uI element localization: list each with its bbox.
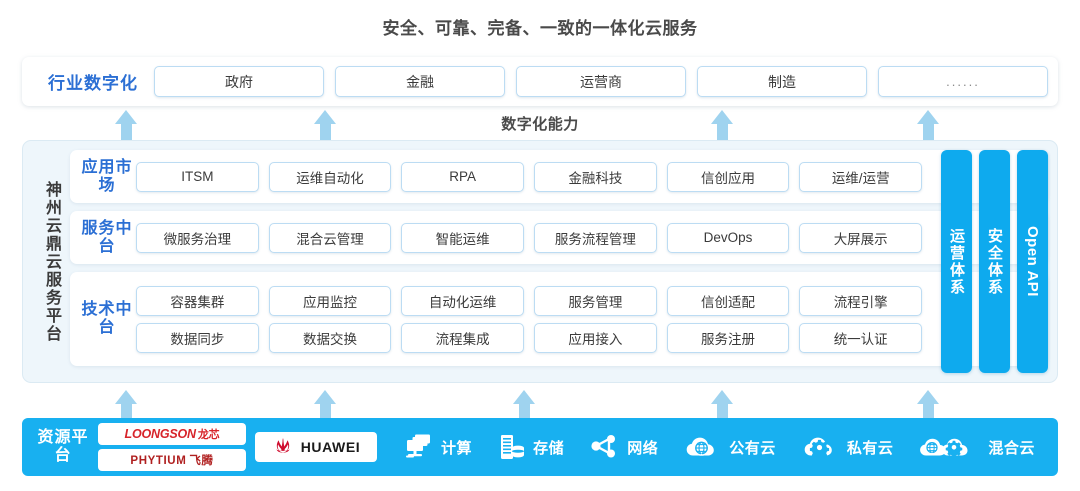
- huawei-logo-icon: [276, 438, 290, 453]
- platform-pillars: 运营体系 安全体系 Open API: [941, 150, 1048, 373]
- up-arrow-icon: [513, 390, 535, 420]
- cell-service-process-management[interactable]: 服务流程管理: [534, 222, 657, 253]
- huawei-logo-text: HUAWEI: [300, 439, 361, 455]
- cell-row: 数据同步 数据交换 流程集成 应用接入 服务注册 统一认证: [136, 322, 923, 353]
- resource-item-public-cloud[interactable]: 公有云: [684, 434, 776, 460]
- cell-app-monitoring[interactable]: 应用监控: [268, 285, 392, 316]
- industry-item-more[interactable]: ......: [878, 66, 1048, 97]
- resource-item-compute[interactable]: 计算: [404, 433, 472, 461]
- service-middle-rows: 微服务治理 混合云管理 智能运维 服务流程管理 DevOps 大屏展示: [136, 222, 1040, 253]
- resource-item-label: 计算: [441, 439, 473, 457]
- resource-item-private-cloud[interactable]: 私有云: [802, 434, 894, 460]
- cell-row: 容器集群 应用监控 自动化运维 服务管理 信创适配 流程引擎: [136, 285, 923, 316]
- section-service-middle-platform: 服务中台 微服务治理 混合云管理 智能运维 服务流程管理 DevOps 大屏展示: [70, 211, 1048, 264]
- industry-item-finance[interactable]: 金融: [335, 66, 505, 97]
- section-label-service-middle-platform: 服务中台: [81, 219, 133, 255]
- page-title: 安全、可靠、完备、一致的一体化云服务: [382, 19, 698, 38]
- cell-row: ITSM 运维自动化 RPA 金融科技 信创应用 运维/运营: [136, 161, 923, 192]
- cell-row: 微服务治理 混合云管理 智能运维 服务流程管理 DevOps 大屏展示: [136, 222, 923, 253]
- section-app-market: 应用市场 ITSM 运维自动化 RPA 金融科技 信创应用 运维/运营: [70, 150, 1048, 203]
- cell-ops-automation[interactable]: 运维自动化: [268, 161, 392, 192]
- cell-ops-operations[interactable]: 运维/运营: [799, 161, 923, 192]
- resource-item-label: 网络: [627, 439, 659, 457]
- up-arrow-icon: [314, 110, 336, 140]
- up-arrow-icon: [115, 110, 137, 140]
- cell-xinchuang-adaptation[interactable]: 信创适配: [666, 285, 790, 316]
- cell-service-registration[interactable]: 服务注册: [666, 322, 790, 353]
- cloud-service-platform: 神州云鼎云服务平台 应用市场 ITSM 运维自动化 RPA 金融科技 信创应用 …: [22, 140, 1058, 383]
- cell-hybrid-cloud-management[interactable]: 混合云管理: [268, 222, 392, 253]
- up-arrow-icon: [711, 110, 733, 140]
- resource-items: 计算: [377, 433, 1048, 461]
- resource-item-label: 私有云: [846, 439, 894, 457]
- pillar-operations-system[interactable]: 运营体系: [941, 150, 972, 373]
- platform-body: 应用市场 ITSM 运维自动化 RPA 金融科技 信创应用 运维/运营 服务中台: [70, 150, 1048, 373]
- pillar-security-system[interactable]: 安全体系: [979, 150, 1010, 373]
- cell-service-management[interactable]: 服务管理: [534, 285, 657, 316]
- section-tech-middle-platform: 技术中台 容器集群 应用监控 自动化运维 服务管理 信创适配 流程引擎 数据同步…: [70, 272, 1048, 366]
- resource-item-hybrid-cloud[interactable]: 混合云: [919, 434, 1035, 460]
- cell-container-cluster[interactable]: 容器集群: [136, 285, 259, 316]
- resource-item-label: 公有云: [729, 439, 776, 457]
- app-market-rows: ITSM 运维自动化 RPA 金融科技 信创应用 运维/运营: [136, 161, 1040, 192]
- cell-unified-authentication[interactable]: 统一认证: [799, 322, 923, 353]
- cell-itsm[interactable]: ITSM: [136, 161, 259, 192]
- compute-icon: [406, 434, 431, 458]
- up-arrow-icon: [314, 390, 336, 420]
- industry-digitalization-band: 行业数字化 政府 金融 运营商 制造 ......: [22, 57, 1058, 106]
- public-cloud-icon: [686, 437, 715, 456]
- pillar-open-api[interactable]: Open API: [1017, 150, 1048, 373]
- resource-item-label: 混合云: [988, 439, 1035, 457]
- cell-large-screen-display[interactable]: 大屏展示: [799, 222, 923, 253]
- cell-rpa[interactable]: RPA: [401, 161, 525, 192]
- industry-item-manufacturing[interactable]: 制造: [697, 66, 867, 97]
- industry-band-label: 行业数字化: [48, 74, 138, 93]
- cell-microservice-governance[interactable]: 微服务治理: [136, 222, 259, 253]
- resource-item-storage[interactable]: 存储: [498, 433, 564, 461]
- vendor-chip-huawei[interactable]: HUAWEI: [255, 432, 377, 462]
- industry-item-operator[interactable]: 运营商: [516, 66, 686, 97]
- up-arrow-icon: [115, 390, 137, 420]
- up-arrow-icon: [917, 110, 939, 140]
- resource-item-label: 存储: [533, 439, 565, 457]
- storage-icon: [501, 435, 525, 459]
- up-arrow-icon: [917, 390, 939, 420]
- private-cloud-icon: [804, 437, 832, 460]
- resource-band-label: 资源平台: [37, 428, 89, 464]
- cell-data-exchange[interactable]: 数据交换: [268, 322, 392, 353]
- platform-vertical-label: 神州云鼎云服务平台: [43, 180, 60, 343]
- industry-item-government[interactable]: 政府: [154, 66, 324, 97]
- cell-fintech[interactable]: 金融科技: [534, 161, 657, 192]
- network-icon: [591, 435, 616, 458]
- tech-middle-rows: 容器集群 应用监控 自动化运维 服务管理 信创适配 流程引擎 数据同步 数据交换…: [136, 285, 1040, 353]
- up-arrow-icon: [711, 390, 733, 420]
- section-label-tech-middle-platform: 技术中台: [81, 301, 133, 336]
- hybrid-cloud-icon: [920, 438, 968, 458]
- cell-intelligent-ops[interactable]: 智能运维: [401, 222, 525, 253]
- section-label-app-market: 应用市场: [81, 158, 133, 194]
- cell-app-access[interactable]: 应用接入: [534, 322, 657, 353]
- cell-process-engine[interactable]: 流程引擎: [799, 285, 923, 316]
- industry-items: 政府 金融 运营商 制造 ......: [154, 66, 1048, 97]
- cell-data-sync[interactable]: 数据同步: [136, 322, 259, 353]
- cell-process-integration[interactable]: 流程集成: [401, 322, 525, 353]
- cell-automated-ops[interactable]: 自动化运维: [401, 285, 525, 316]
- resource-item-network[interactable]: 网络: [590, 434, 658, 460]
- cell-xinchuang-app[interactable]: 信创应用: [666, 161, 790, 192]
- cell-devops[interactable]: DevOps: [666, 222, 790, 253]
- capability-label: 数字化能力: [501, 116, 579, 133]
